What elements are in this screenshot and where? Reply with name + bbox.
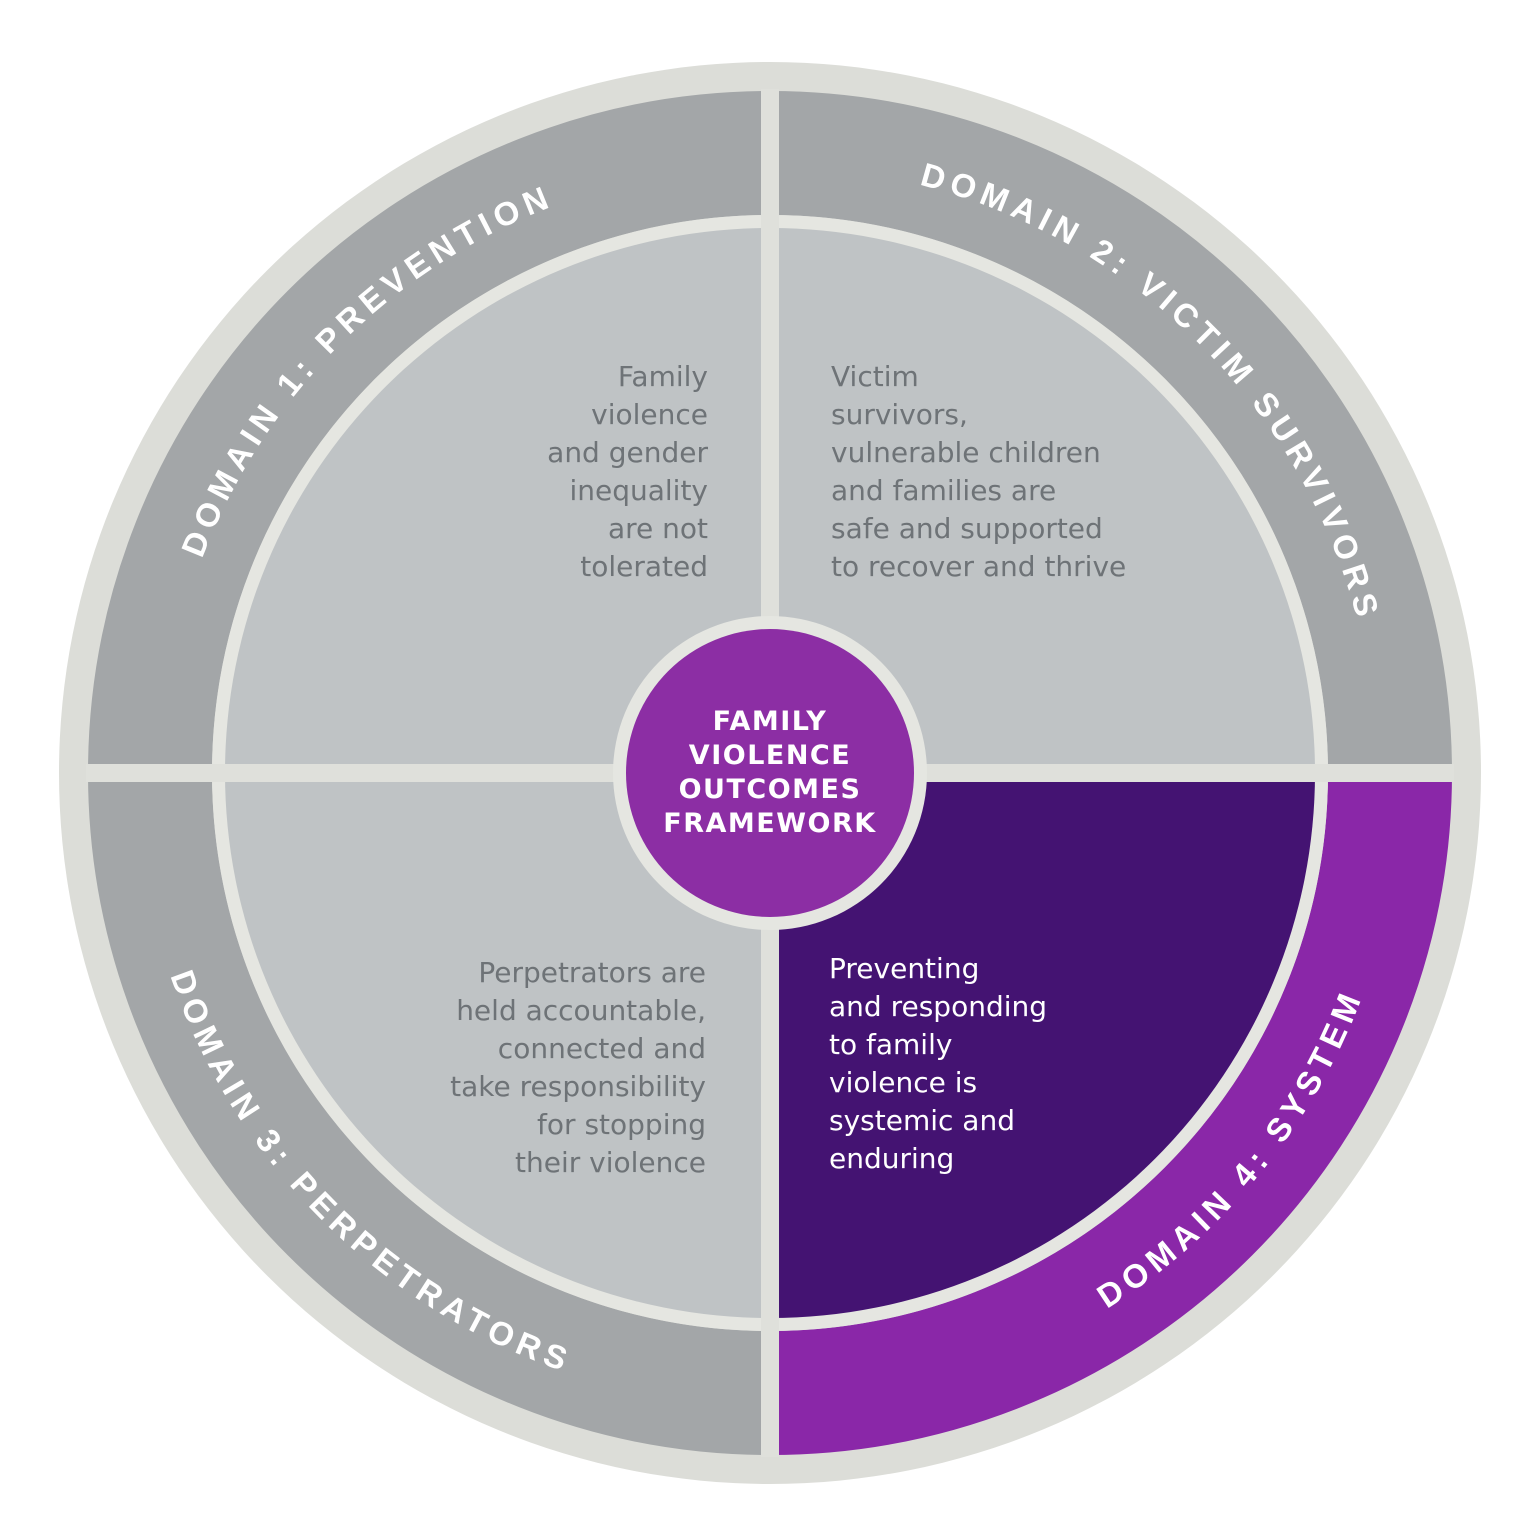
domain1-outcome-text: Family violence and gender inequality ar… bbox=[547, 360, 708, 583]
quadrant-bottom-left bbox=[225, 773, 770, 1318]
domain2-ring-arc bbox=[769, 91, 1452, 774]
center-title: FAMILY VIOLENCE OUTCOMES FRAMEWORK bbox=[663, 706, 877, 839]
center-circle bbox=[626, 629, 914, 917]
domain4-outcome-text: Preventing and responding to family viol… bbox=[829, 952, 1048, 1175]
domain4-ring-arc bbox=[769, 772, 1452, 1455]
quadrant-top-left bbox=[225, 228, 770, 773]
quadrant-bottom-right bbox=[770, 773, 1315, 1318]
domain2-outcome-text: Victim survivors, vulnerable children an… bbox=[831, 360, 1127, 583]
domain1-ring-arc bbox=[88, 91, 771, 774]
domain3-outcome-text: Perpetrators are held accountable, conne… bbox=[450, 956, 706, 1179]
domain3-ring-arc bbox=[88, 772, 771, 1455]
quadrant-top-right bbox=[770, 228, 1315, 773]
